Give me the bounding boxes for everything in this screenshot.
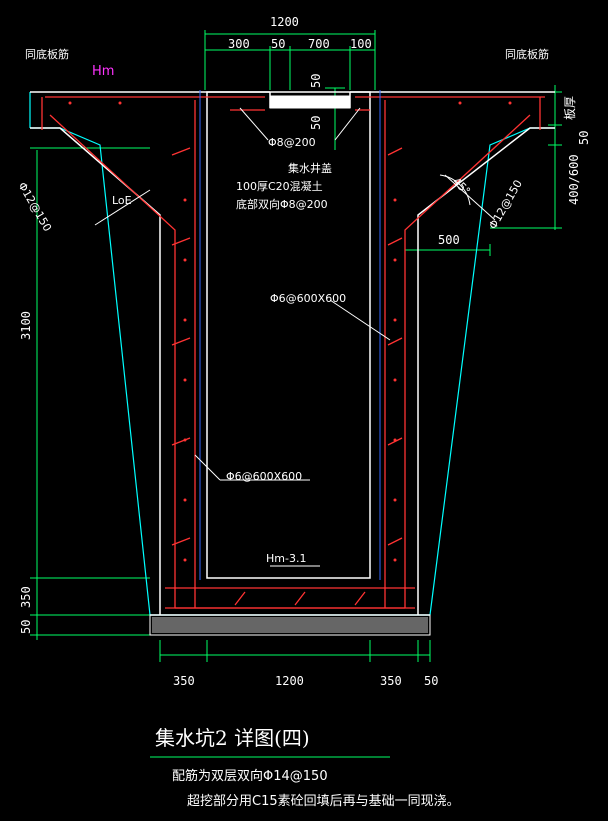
dim-350-v: 350	[19, 586, 33, 608]
dim-50-a: 50	[309, 74, 323, 88]
height-3100-label: 3100	[19, 311, 33, 340]
bot-350-b: 350	[380, 674, 402, 688]
bot-50: 50	[424, 674, 438, 688]
right-dim-50: 50	[577, 131, 591, 145]
angle-arc	[439, 174, 471, 206]
bottom-level-label: Hm-3.1	[266, 552, 306, 565]
angle-label: 45°	[450, 175, 473, 198]
loe-label: LoE	[112, 194, 132, 207]
mesh-right-label: Φ6@600X600	[270, 292, 346, 305]
drawing-title: 集水坑2 详图(四)	[155, 726, 310, 750]
cover-name-label: 集水井盖	[288, 161, 332, 175]
top-seg-2-label: 50	[271, 37, 285, 51]
cushion-layer	[149, 614, 431, 636]
top-seg-3-label: 700	[308, 37, 330, 51]
hm-label: Hm	[92, 64, 114, 79]
cover-rebar-label: Φ8@200	[268, 136, 316, 149]
rebar-lines	[41, 96, 545, 609]
bot-350-a: 350	[173, 674, 195, 688]
dim-50-v: 50	[19, 620, 33, 634]
left-rebar-label: Φ12@150	[15, 180, 54, 234]
cover-bottom-label: 底部双向Φ8@200	[236, 197, 328, 211]
dim-50-b: 50	[309, 116, 323, 130]
dimension-texts: 1200 300 50 700 100 同底板筋 同底板筋 Hm 50 50 板…	[15, 15, 591, 688]
note-line-2: 超挖部分用C15素砼回填后再与基础一同现浇。	[187, 794, 460, 809]
rebar-dots	[68, 101, 512, 562]
pit-cover	[269, 95, 351, 109]
cover-concrete-label: 100厚C20混凝土	[236, 179, 323, 193]
top-seg-1-label: 300	[228, 37, 250, 51]
bot-1200: 1200	[275, 674, 304, 688]
mesh-left-label: Φ6@600X600	[226, 470, 302, 483]
top-seg-4-label: 100	[350, 37, 372, 51]
title-block: 集水坑2 详图(四) 配筋为双层双向Φ14@150 超挖部分用C15素砼回填后再…	[155, 726, 460, 809]
right-rebar-label: Φ12@150	[486, 178, 525, 232]
dim-500-label: 500	[438, 233, 460, 247]
slab-left-label: 同底板筋	[25, 47, 69, 61]
slab-right-label: 同底板筋	[505, 47, 549, 61]
right-dim-slab: 板厚	[563, 96, 577, 120]
right-dim-400-600: 400/600	[567, 154, 581, 205]
leader-lines	[94, 107, 496, 567]
reference-lines	[199, 90, 381, 580]
note-line-1: 配筋为双层双向Φ14@150	[172, 768, 328, 784]
top-width-label: 1200	[270, 15, 299, 29]
